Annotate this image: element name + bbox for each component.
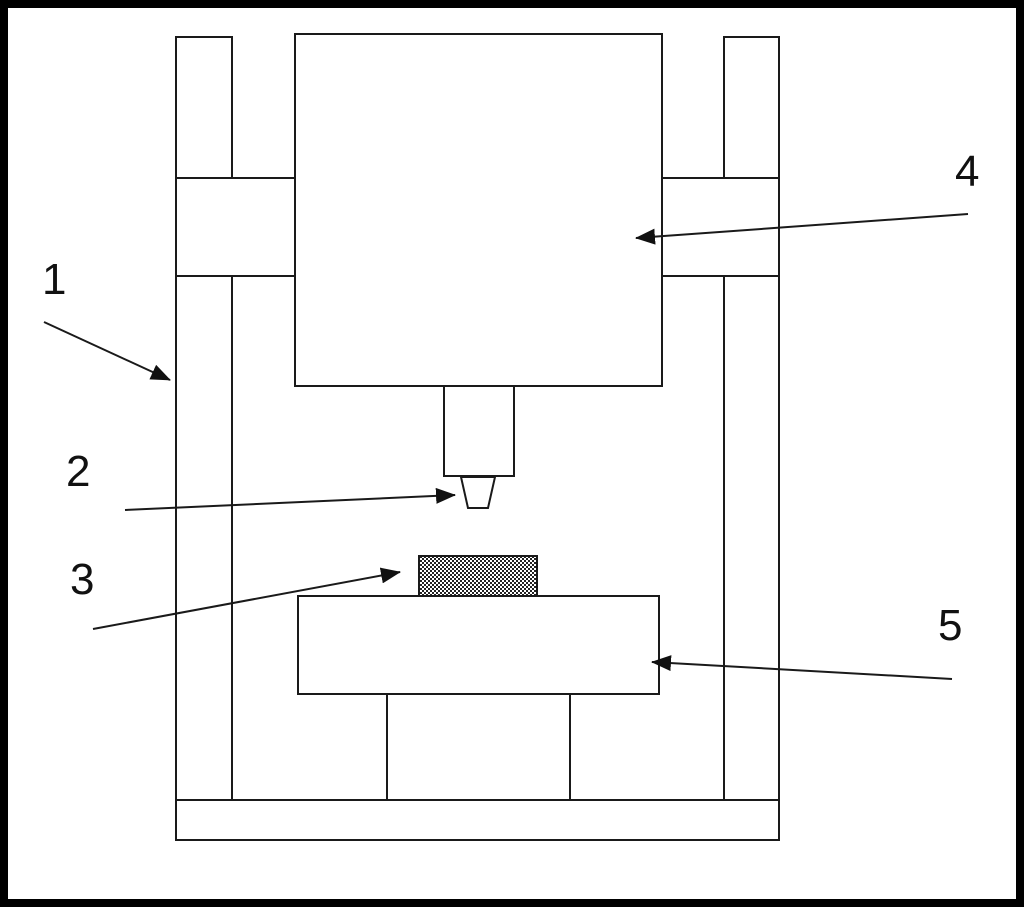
label-nozzle: 2 [66,447,90,496]
work-table [297,595,660,695]
left-post [175,36,233,801]
table-support-left [232,694,388,801]
arrow-head [635,213,969,245]
label-frame: 1 [42,255,66,304]
nozzle [459,476,497,509]
left-crossbeam [175,177,296,277]
label-workpiece: 3 [70,555,94,604]
table-support-right [569,694,724,801]
arrow-workpiece [92,567,401,630]
leader-arrows [43,213,969,680]
arrow-frame [43,321,171,381]
label-head: 4 [955,147,979,196]
spindle [443,385,515,477]
label-table: 5 [938,601,962,650]
workpiece [418,555,538,597]
right-post [723,36,780,801]
frame [175,36,780,841]
base-plate [175,799,780,841]
right-crossbeam [661,177,780,277]
arrow-table [651,655,953,680]
arrow-nozzle [124,487,456,511]
head-block [294,33,663,387]
